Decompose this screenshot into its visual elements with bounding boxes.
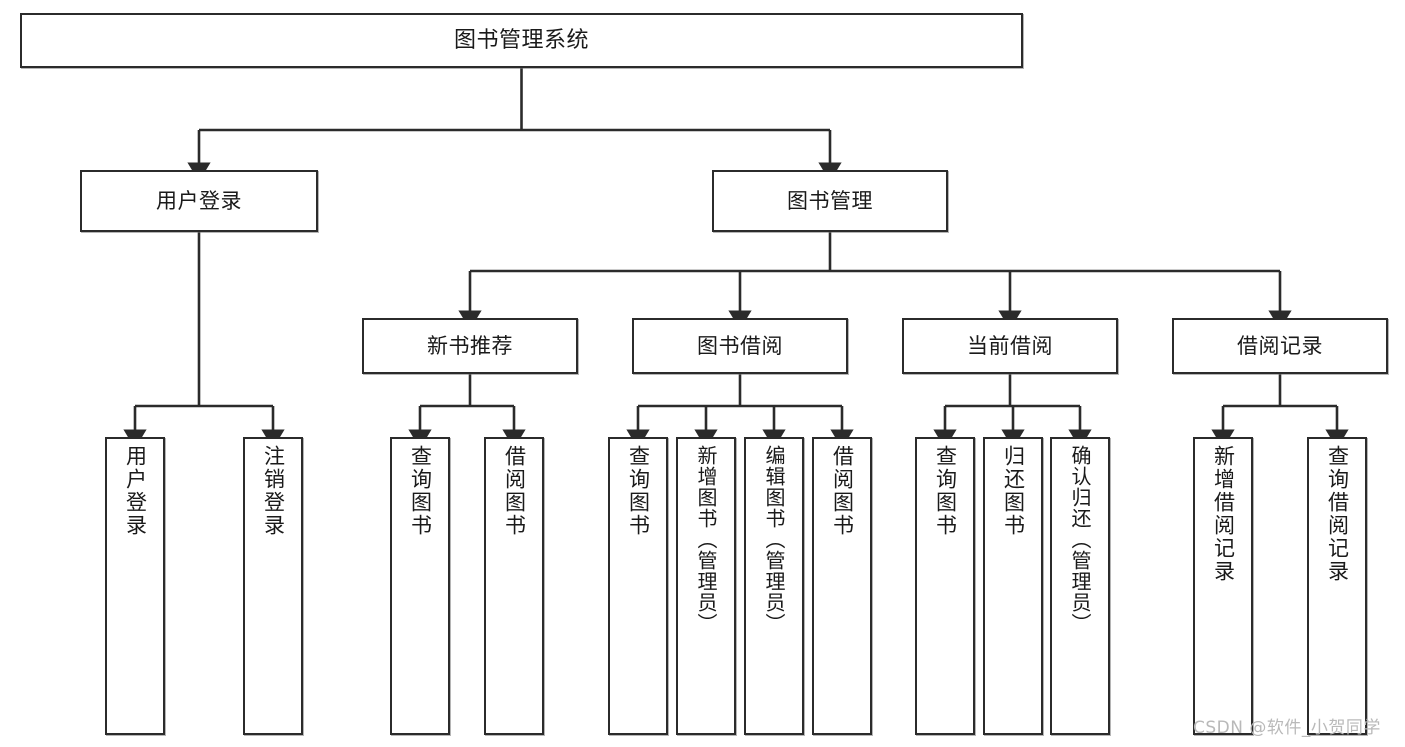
leaf-query-record-label: 查询借阅记录: [1325, 445, 1350, 583]
leaf-add-book-label: 新增图书（管理员）: [694, 445, 718, 634]
leaf-query-book-2-label: 查询图书: [626, 445, 651, 537]
leaf-query-record[interactable]: 查询借阅记录: [1307, 437, 1367, 735]
node-root-label: 图书管理系统: [453, 27, 589, 53]
leaf-confirm-return[interactable]: 确认归还（管理员）: [1050, 437, 1110, 735]
leaf-borrow-book-1-label: 借阅图书: [502, 445, 527, 537]
leaf-add-record[interactable]: 新增借阅记录: [1193, 437, 1253, 735]
node-book-manage[interactable]: 图书管理: [712, 170, 948, 232]
node-current-borrow[interactable]: 当前借阅: [902, 318, 1118, 374]
leaf-edit-book[interactable]: 编辑图书（管理员）: [744, 437, 804, 735]
leaf-logout-label: 注销登录: [261, 445, 286, 537]
leaf-query-book-1-label: 查询图书: [408, 445, 433, 537]
node-current-borrow-label: 当前借阅: [967, 333, 1053, 358]
edges-group: [123, 68, 1349, 449]
leaf-borrow-book-1[interactable]: 借阅图书: [484, 437, 544, 735]
leaf-user-login-label: 用户登录: [123, 445, 148, 537]
node-book-manage-label: 图书管理: [787, 188, 873, 213]
leaf-borrow-book-2-label: 借阅图书: [830, 445, 855, 537]
node-root-system[interactable]: 图书管理系统: [20, 13, 1023, 68]
leaf-confirm-return-label: 确认归还（管理员）: [1068, 445, 1092, 634]
leaf-return-book[interactable]: 归还图书: [983, 437, 1043, 735]
leaf-query-book-3[interactable]: 查询图书: [915, 437, 975, 735]
node-new-book-recommend[interactable]: 新书推荐: [362, 318, 578, 374]
node-borrow-record-label: 借阅记录: [1237, 333, 1323, 358]
leaf-logout[interactable]: 注销登录: [243, 437, 303, 735]
leaf-add-book[interactable]: 新增图书（管理员）: [676, 437, 736, 735]
node-user-login-label: 用户登录: [156, 188, 242, 213]
csdn-watermark: CSDN @软件_小贺同学: [1193, 718, 1381, 738]
leaf-query-book-3-label: 查询图书: [933, 445, 958, 537]
node-user-login[interactable]: 用户登录: [80, 170, 318, 232]
leaf-add-record-label: 新增借阅记录: [1211, 445, 1236, 583]
node-borrow-record[interactable]: 借阅记录: [1172, 318, 1388, 374]
leaf-edit-book-label: 编辑图书（管理员）: [762, 445, 786, 634]
node-book-borrow[interactable]: 图书借阅: [632, 318, 848, 374]
leaf-query-book-1[interactable]: 查询图书: [390, 437, 450, 735]
leaf-user-login[interactable]: 用户登录: [105, 437, 165, 735]
leaf-borrow-book-2[interactable]: 借阅图书: [812, 437, 872, 735]
node-new-book-recommend-label: 新书推荐: [427, 333, 513, 358]
leaf-return-book-label: 归还图书: [1001, 445, 1026, 537]
node-book-borrow-label: 图书借阅: [697, 333, 783, 358]
leaf-query-book-2[interactable]: 查询图书: [608, 437, 668, 735]
